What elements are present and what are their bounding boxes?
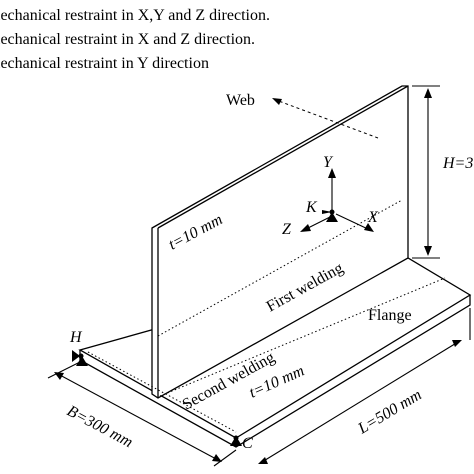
- weld-dotted-line: [159, 277, 446, 397]
- axis-y-label: Y: [323, 154, 334, 171]
- point-h-label: H: [69, 329, 83, 346]
- web-dotted-line: [157, 199, 403, 337]
- legend-line-3: lechanical restraint in Y direction: [0, 55, 209, 72]
- web-label: Web: [226, 92, 255, 109]
- width-dimension: [47, 361, 237, 467]
- height-dimension: [412, 85, 440, 259]
- axis-x-label: X: [367, 209, 379, 226]
- axis-z-label: Z: [282, 221, 292, 238]
- restraint-h: [72, 350, 88, 366]
- axis-k-label: K: [305, 199, 318, 216]
- legend-line-1: lechanical restraint in X,Y and Z direct…: [0, 7, 270, 24]
- legend-line-2: lechanical restraint in X and Z directio…: [0, 31, 255, 48]
- length-dimension: [258, 308, 471, 464]
- web-leader: [272, 98, 379, 139]
- point-c-label: C: [242, 435, 253, 452]
- web-plate: [151, 85, 409, 399]
- flange-dotted-line: [87, 351, 237, 433]
- height-label: H=30: [442, 155, 474, 172]
- coordinate-axes: [300, 168, 374, 232]
- length-label: L=500 mm: [354, 386, 424, 438]
- restraint-k: [322, 209, 338, 222]
- restraint-c: [230, 435, 242, 446]
- flange-label: Flange: [368, 307, 412, 324]
